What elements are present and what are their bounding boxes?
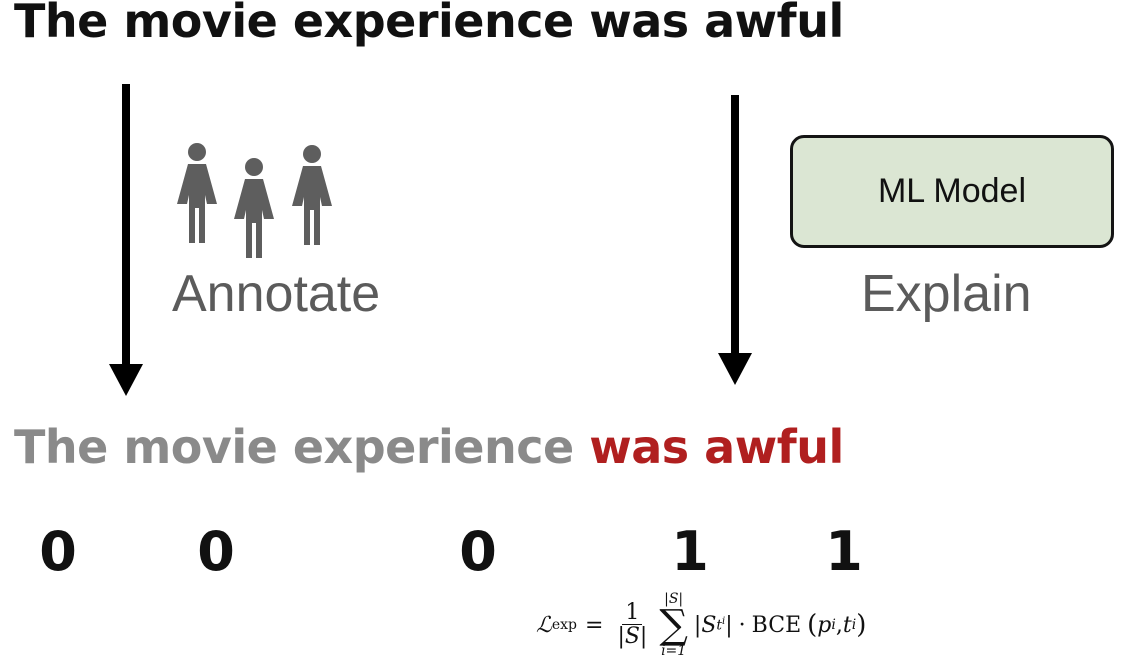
input-sentence: The movie experience was awful: [14, 0, 844, 48]
ml-model-box: ML Model: [790, 135, 1114, 248]
formula-fraction: 1 |S|: [617, 599, 648, 649]
formula-lhs: ℒ: [536, 612, 552, 638]
person-icon: [292, 145, 332, 245]
annotate-arrow: [109, 84, 143, 396]
annotated-sentence: The movie experience was awful: [14, 420, 844, 474]
ml-model-label: ML Model: [877, 172, 1027, 210]
token-score: 0: [197, 520, 235, 583]
annotators-icon-group: [177, 143, 332, 258]
person-icon: [234, 158, 274, 258]
token-score: 0: [39, 520, 77, 583]
summation-symbol: |S| ∑ i=1: [659, 591, 688, 659]
bce-operator: BCE: [751, 612, 802, 638]
token-score: 1: [825, 520, 863, 583]
unhighlighted-words: The movie experience: [14, 420, 574, 474]
highlighted-words: was awful: [589, 420, 844, 474]
token-score: 0: [459, 520, 497, 583]
explain-label: Explain: [861, 265, 1032, 323]
person-icon: [177, 143, 217, 243]
token-score: 1: [671, 520, 709, 583]
explain-arrow: [718, 95, 752, 385]
annotate-label: Annotate: [172, 265, 381, 323]
